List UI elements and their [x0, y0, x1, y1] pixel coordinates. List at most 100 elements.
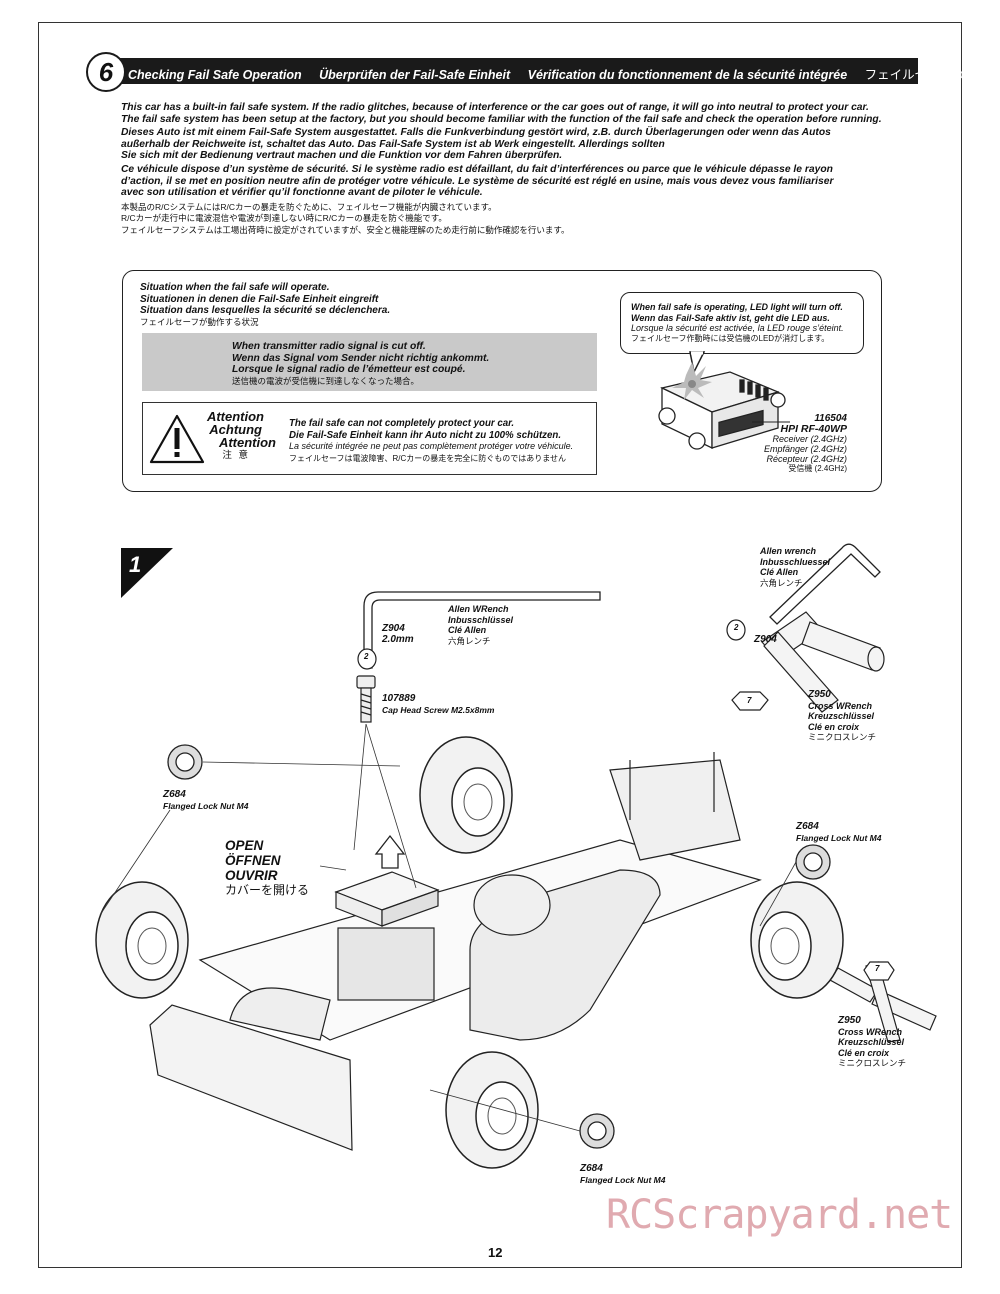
signal-cutoff-text: When transmitter radio signal is cut off… [232, 341, 489, 387]
screw-part: 107889 [382, 693, 416, 704]
watermark: RCScrapyard.net [606, 1192, 953, 1238]
step-marker: 1 [121, 548, 173, 598]
situation-text: Situation when the fail safe will operat… [140, 282, 390, 328]
receiver-name: HPI RF-40WP [780, 423, 847, 435]
intro-en: This car has a built-in fail safe system… [121, 102, 911, 125]
open-jp: カバーを開ける [225, 883, 310, 897]
intro-en-line: This car has a built-in fail safe system… [121, 102, 869, 113]
section-title-de: Überprüfen der Fail-Safe Einheit [319, 68, 511, 82]
section-title-jp: フェイルセーフの動作確認 [864, 68, 1000, 82]
allen-small-label: Allen WRench Inbusschlüssel Clé Allen 六角… [448, 604, 513, 646]
receiver-lang: Récepteur (2.4GHz) [766, 454, 847, 464]
allen-wrench-fr: Clé Allen [760, 567, 799, 577]
cross-bottom-label: Z950 Cross WRench Kreuzschlüssel Clé en … [838, 1015, 907, 1069]
allen-size: 2 [734, 623, 739, 632]
cross-top-jp: ミニクロスレンチ [808, 732, 877, 742]
intro-de: Dieses Auto ist mit einem Fail-Safe Syst… [121, 127, 911, 162]
cross-bottom-fr: Clé en croix [838, 1047, 890, 1058]
attention-text: The fail safe can not completely protect… [289, 418, 573, 464]
intro-jp-line: R/Cカーが走行中に電波混信や電波が到達しない時にR/Cカーの暴走を防ぐ機能です… [121, 213, 447, 224]
nut-bottom-label: Z684 Flanged Lock Nut M4 [580, 1163, 666, 1185]
allen-wrench-en: Allen wrench [760, 546, 817, 556]
allen-small-part-no: Z904 [382, 623, 405, 634]
screw-label: 107889 Cap Head Screw M2.5x8mm [382, 693, 495, 715]
intro-jp: 本製品のR/CシステムにはR/Cカーの暴走を防ぐために、フェイルセーフ機能が内臓… [121, 202, 911, 237]
attention-label-de: Achtung [209, 422, 262, 437]
cross-bottom-en: Cross WRench [838, 1026, 903, 1037]
attention-box [142, 402, 597, 475]
nut-left-part: Z684 [163, 789, 186, 800]
nut-right-part: Z684 [796, 821, 819, 832]
intro-jp-line: 本製品のR/CシステムにはR/Cカーの暴走を防ぐために、フェイルセーフ機能が内臓… [121, 201, 497, 212]
allen-small-fr: Clé Allen [448, 625, 487, 635]
allen-small-size: 2.0mm [382, 633, 414, 645]
cross-bottom-de: Kreuzschlüssel [838, 1037, 905, 1047]
attention-line-jp: フェイルセーフは電波障害、R/Cカーの暴走を完全に防ぐものではありません [289, 453, 567, 463]
signal-cutoff-box [142, 333, 597, 391]
attention-label: Attention Achtung Attention 注 意 [196, 410, 276, 462]
fail-safe-info-box [122, 270, 882, 492]
allen-part: Z904 [754, 634, 777, 645]
intro-jp-line: フェイルセーフシステムは工場出荷時に設定がされていますが、安全と機能理解のため走… [121, 224, 570, 235]
bubble-line: Lorsque la sécurité est activée, la LED … [631, 323, 844, 333]
receiver-part-number: 116504 [814, 413, 847, 424]
open-fr: OUVRIR [225, 868, 278, 883]
cross-top-fr: Clé en croix [808, 721, 860, 732]
nut-bottom-desc: Flanged Lock Nut M4 [580, 1174, 666, 1185]
cross-top-part: Z950 [808, 689, 831, 700]
open-en: OPEN [225, 838, 264, 853]
screw-desc: Cap Head Screw M2.5x8mm [382, 704, 495, 715]
signal-line: Wenn das Signal vom Sender nicht richtig… [232, 352, 490, 364]
allen-wrench-jp: 六角レンチ [760, 577, 803, 588]
intro-de-line: Dieses Auto ist mit einem Fail-Safe Syst… [121, 127, 831, 139]
allen-wrench-de: Inbusschluessel [760, 556, 831, 567]
cross-bottom-size: 7 [875, 964, 880, 973]
bubble-line: Wenn das Fail-Safe aktiv ist, geht die L… [631, 312, 830, 323]
section-title: Checking Fail Safe Operation Überprüfen … [128, 64, 1000, 83]
page-number: 12 [488, 1245, 503, 1260]
cross-bottom-jp: ミニクロスレンチ [838, 1058, 907, 1068]
allen-small-badge: 2 [364, 652, 368, 663]
intro-de-line: Sie sich mit der Bedienung vertraut mach… [121, 150, 563, 162]
bubble-line: When fail safe is operating, LED light w… [631, 302, 843, 312]
allen-wrench-label: Allen wrench Inbusschluessel Clé Allen 六… [760, 546, 830, 588]
step-number: 1 [129, 552, 141, 577]
allen-small-jp: 六角レンチ [448, 635, 491, 646]
allen-small-de: Inbusschlüssel [448, 614, 514, 625]
led-bubble-text: When fail safe is operating, LED light w… [631, 302, 844, 344]
page-border [38, 22, 962, 1268]
cross-top-label: Z950 Cross WRench Kreuzschlüssel Clé en … [808, 689, 877, 743]
nut-right-label: Z684 Flanged Lock Nut M4 [796, 821, 881, 843]
attention-line: The fail safe can not completely protect… [289, 418, 515, 429]
nut-left-desc: Flanged Lock Nut M4 [163, 800, 249, 811]
attention-label-en: Attention [206, 409, 264, 424]
receiver-lang: Empfänger (2.4GHz) [763, 444, 847, 454]
allen-size-badge-label: 2 [733, 623, 738, 634]
allen-small-en: Allen WRench [448, 604, 509, 614]
situation-line: Situation when the fail safe will operat… [140, 282, 330, 293]
receiver-labels: 116504 HPI RF-40WP Receiver (2.4GHz) Emp… [735, 414, 847, 474]
situation-line: Situationen in denen die Fail-Safe Einhe… [140, 293, 379, 305]
intro-de-line: außerhalb der Reichweite ist, schaltet d… [121, 138, 665, 150]
led-speech-bubble [620, 292, 864, 354]
cross-bottom-part: Z950 [838, 1015, 861, 1026]
section-number: 6 [86, 52, 126, 92]
open-de: ÖFFNEN [225, 853, 281, 868]
signal-line-jp: 送信機の電波が受信機に到達しなくなった場合。 [232, 375, 420, 386]
open-cover-label: OPEN ÖFFNEN OUVRIR カバーを開ける [225, 838, 309, 898]
nut-bottom-part: Z684 [580, 1163, 603, 1174]
situation-line: Situation dans lesquelles la sécurité se… [140, 305, 391, 316]
intro-fr-line: d’action, il se met en position neutre a… [121, 175, 834, 187]
cross-top-en: Cross WRench [808, 700, 873, 711]
intro-fr-line: Ce véhicule dispose d’un système de sécu… [121, 163, 833, 175]
attention-label-fr: Attention [218, 435, 276, 450]
situation-line-jp: フェイルセーフが動作する状況 [140, 316, 259, 327]
allen-small-badge-value: 2 [364, 652, 369, 661]
receiver-lang-jp: 受信機 (2.4GHz) [788, 464, 847, 473]
section-title-fr: Vérification du fonctionnement de la séc… [527, 68, 848, 82]
cross-top-de: Kreuzschlüssel [808, 711, 875, 721]
signal-line: When transmitter radio signal is cut off… [232, 341, 426, 352]
cross-bottom-badge: 7 [875, 964, 879, 975]
receiver-lang: Receiver (2.4GHz) [772, 434, 847, 444]
cross-top-badge: 7 [747, 696, 751, 707]
